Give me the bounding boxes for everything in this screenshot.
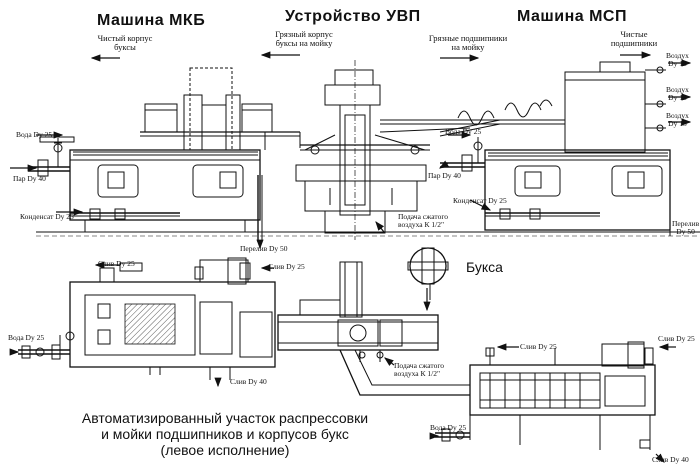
callout-compressed-air-plan: Подача сжатого воздуха К 1/2" [394, 361, 444, 378]
flow-clean-housing: Чистый корпус буксы [97, 33, 153, 52]
callout-condensate-right: Конденсат Dy 25 [453, 196, 507, 205]
caption-line2: и мойки подшипников и корпусов букс [101, 426, 349, 442]
heading-mkb: Машина МКБ [97, 12, 206, 29]
flow-arrows [9, 51, 692, 463]
caption-line1: Автоматизированный участок распрессовки [81, 410, 369, 426]
callout-steam-left: Пар Dy 40 [13, 174, 46, 183]
callout-steam-right: Пар Dy 40 [428, 171, 461, 180]
mkb-elevation [28, 67, 301, 242]
callout-air-2: Воздух Dy 15 [666, 85, 689, 102]
flow-dirty-housing: Грязный корпус буксы на мойку [275, 29, 333, 48]
buksa-label: Букса [466, 259, 503, 275]
mkb-plan [18, 257, 276, 380]
msp-elevation [439, 61, 671, 236]
callout-drain-right-40: Слив Dy 40 [652, 455, 689, 464]
uvp-plan [277, 247, 470, 396]
heading-uvp: Устройство УВП [285, 8, 421, 25]
callout-water-plan-left: Вода Dy 25 [8, 333, 45, 342]
flow-dirty-bearings: Грязные подшипники на мойку [428, 33, 508, 52]
callout-water-plan-right: Вода Dy 25 [430, 423, 467, 432]
callout-compressed-air-top: Подача сжатого воздуха К 1/2" [398, 212, 448, 229]
callout-water-left: Вода Dy 25 [16, 130, 53, 139]
callout-air-3: Воздух Dy 15 [666, 111, 689, 128]
flow-clean-bearings: Чистые подшипники [610, 29, 658, 48]
callout-water-right: Вода Dy 25 [445, 127, 482, 136]
heading-msp: Машина МСП [517, 8, 627, 25]
callout-drain-left-2: Слив Dy 25 [268, 262, 305, 271]
uvp-elevation [295, 60, 565, 240]
callout-overflow-left: Перелив Dy 50 [240, 244, 288, 253]
callout-overflow-right: Перелив Dy 50 [672, 219, 700, 236]
callout-condensate-left: Конденсат Dy 25 [20, 212, 74, 221]
callout-air-1: Воздух Dy 15 [666, 51, 689, 68]
callout-drain-right-2: Слив Dy 25 [658, 334, 695, 343]
callout-drain-left-1: Слив Dy 25 [98, 259, 135, 268]
caption-line3: (левое исполнение) [160, 442, 290, 458]
callout-drain-right-1: Слив Dy 25 [520, 342, 557, 351]
callout-drain-left-40: Слив Dy 40 [230, 377, 267, 386]
msp-plan [435, 341, 656, 450]
